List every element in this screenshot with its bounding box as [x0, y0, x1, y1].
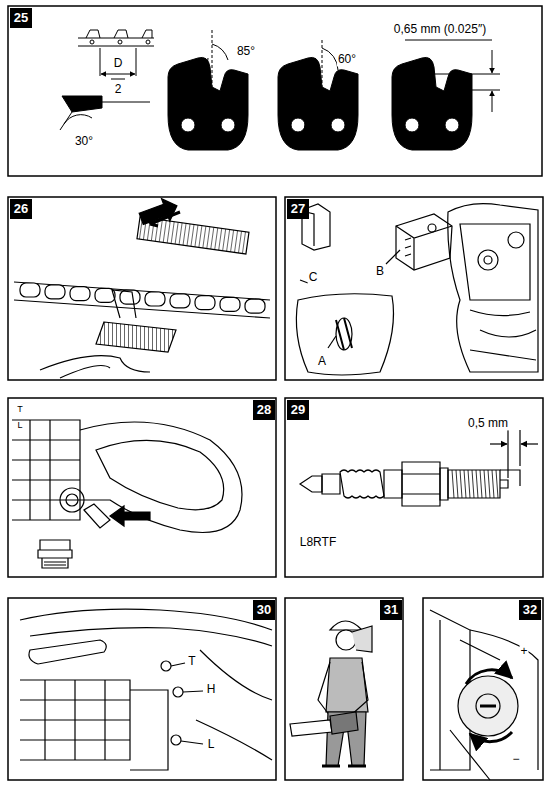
callout-label: −	[511, 753, 520, 766]
carburettor-figure	[20, 609, 272, 770]
operator-figure	[290, 621, 372, 766]
chain-link	[45, 285, 65, 299]
control-letter: T	[16, 405, 24, 415]
panel-number: 27	[287, 199, 309, 219]
callout-label: B	[375, 265, 385, 278]
chain-link	[245, 299, 265, 313]
chain-link	[220, 297, 240, 311]
chain-link	[145, 292, 165, 306]
oil-pump-figure	[430, 610, 538, 780]
thread-line	[496, 470, 498, 498]
thread-line	[480, 470, 482, 498]
callout-label: 85°	[236, 45, 256, 58]
thread-line	[456, 470, 458, 498]
spark-plug-figure	[300, 430, 538, 506]
chain-link	[20, 283, 40, 297]
callout-label: 60°	[337, 53, 357, 66]
callout-label: T	[187, 655, 196, 668]
callout-label: 0,65 mm (0.025″)	[393, 23, 487, 36]
thread-line	[484, 470, 486, 498]
chain-link	[170, 294, 190, 308]
thread-line	[488, 470, 490, 498]
thread-line	[460, 470, 462, 498]
thread-line	[452, 470, 454, 498]
panel-frames	[8, 6, 543, 780]
air-filter-figure	[296, 204, 538, 375]
control-letter: L	[16, 421, 23, 431]
panel-number: 25	[10, 8, 32, 28]
thread-line	[472, 470, 474, 498]
thread-line	[464, 470, 466, 498]
panel-number: 31	[380, 600, 402, 620]
callout-label: 0,5 mm	[467, 417, 509, 430]
fuel-tank-figure	[12, 420, 242, 568]
chain-link	[70, 287, 90, 301]
panel-number: 32	[519, 600, 541, 620]
thread-line	[492, 470, 494, 498]
panel-number: 26	[10, 199, 32, 219]
callout-label: 2	[114, 83, 123, 96]
chain-tooth-figure	[60, 30, 500, 150]
panel-number: 28	[253, 400, 275, 420]
panel-number: 29	[287, 400, 309, 420]
callout-label: H	[206, 683, 217, 696]
file-sharpening-figure	[14, 195, 270, 378]
callout-label: +	[519, 645, 528, 658]
thread-line	[468, 470, 470, 498]
panel-number: 30	[253, 600, 275, 620]
callout-label: 30°	[74, 135, 94, 148]
callout-label: A	[317, 355, 327, 368]
chain-link	[195, 296, 215, 310]
callout-label: D	[113, 57, 124, 70]
callout-label: L8RTF	[299, 536, 337, 549]
callout-label: L	[207, 738, 216, 751]
thread-line	[476, 470, 478, 498]
callout-label: C	[308, 271, 319, 284]
